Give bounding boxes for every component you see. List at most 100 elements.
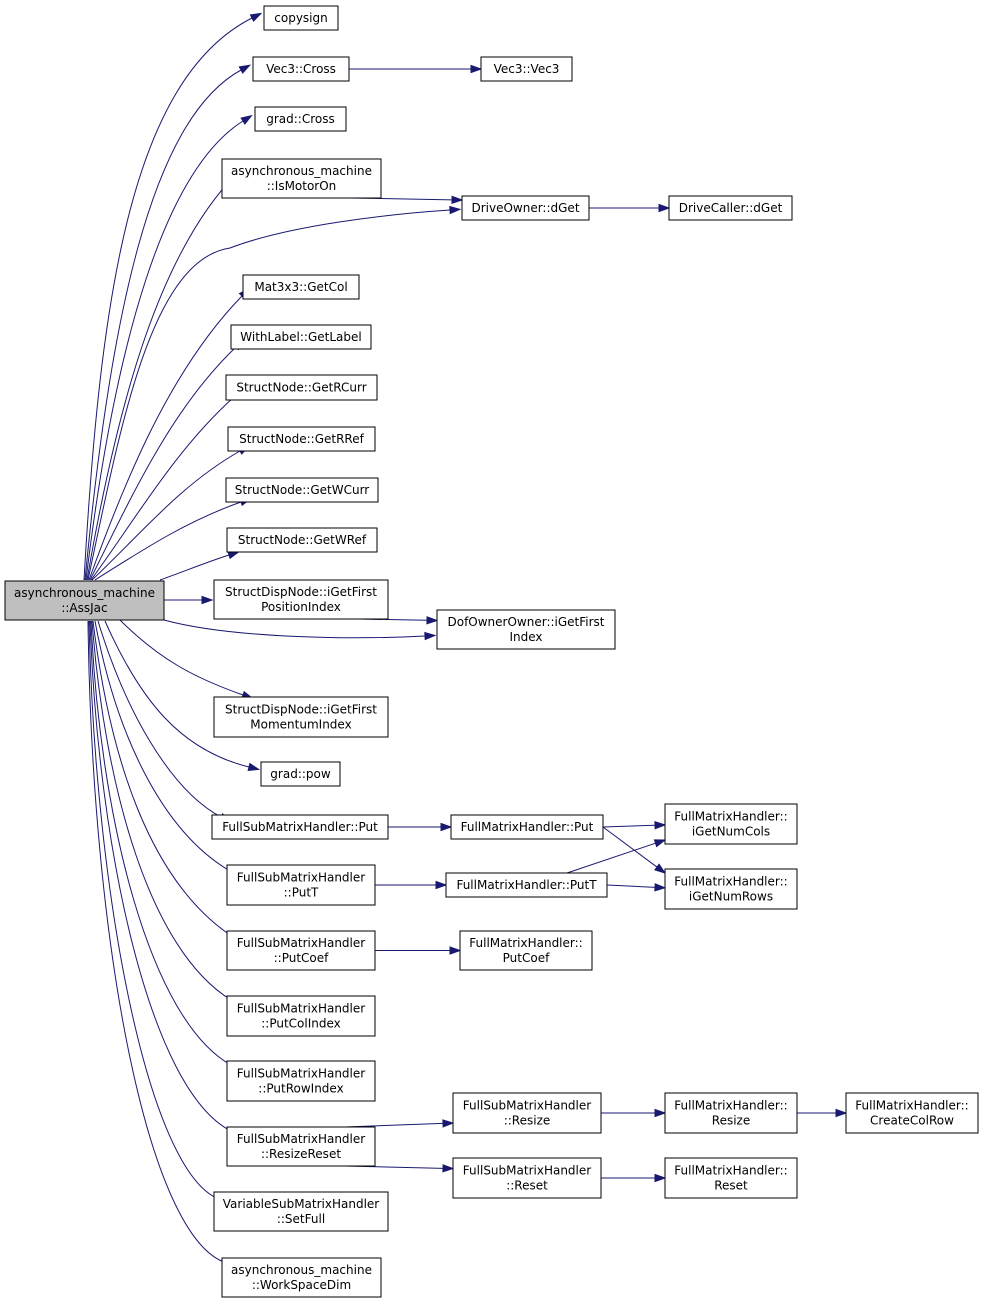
edge-fullsub-resizereset-to-fullsub-resize-arrowhead: [442, 1119, 455, 1128]
node-full-createcolrow[interactable]: FullMatrixHandler::CreateColRow: [845, 1092, 979, 1134]
node-full-numrows-box: [664, 868, 798, 910]
edge-fullsub-resizereset-to-fullsub-resize: [344, 1122, 444, 1128]
node-workspacedim[interactable]: asynchronous_machine::WorkSpaceDim: [221, 1257, 382, 1298]
function-nodes: asynchronous_machine::AssJac copysignVec3…: [4, 5, 979, 1298]
node-mat3x3-getcol[interactable]: Mat3x3::GetCol: [242, 274, 360, 300]
node-fullsub-resize-box: [452, 1092, 602, 1134]
node-full-resize-label-2: Resize: [712, 1114, 750, 1128]
edge-root-to-copysign: [83, 17, 253, 581]
node-mat3x3-getcol-box: [242, 274, 360, 300]
node-dofowner-index-label-1: DofOwnerOwner::iGetFirst: [447, 615, 604, 629]
node-drive-owner-dget-label-1: DriveOwner::dGet: [471, 201, 579, 215]
edge-full-resize-to-full-createcolrow-arrowhead: [835, 1108, 848, 1118]
node-workspacedim-label-1: asynchronous_machine: [231, 1263, 372, 1277]
node-is-motor-on[interactable]: asynchronous_machine::IsMotorOn: [221, 158, 382, 199]
node-fullsub-put[interactable]: FullSubMatrixHandler::Put: [211, 814, 389, 840]
node-full-createcolrow-label-2: CreateColRow: [870, 1114, 954, 1128]
node-fullsub-putcoef-box: [226, 930, 376, 971]
node-grad-pow-label-1: grad::pow: [270, 767, 331, 781]
node-structdisp-posindex-box: [213, 579, 389, 620]
node-fullsub-putcolindex-label-1: FullSubMatrixHandler: [237, 1002, 365, 1016]
node-fullsub-resize-label-2: ::Resize: [504, 1114, 551, 1128]
edge-root-to-structnode-getwcurr: [94, 501, 242, 581]
node-structnode-getrcurr-label-1: StructNode::GetRCurr: [236, 381, 366, 395]
node-fullsub-put-label-1: FullSubMatrixHandler::Put: [222, 820, 378, 834]
node-fullsub-resizereset[interactable]: FullSubMatrixHandler::ResizeReset: [226, 1126, 376, 1167]
node-fullsub-putt-box: [226, 864, 376, 906]
edge-root-to-mat3x3-getcol: [88, 295, 243, 581]
node-withlabel-getlabel[interactable]: WithLabel::GetLabel: [230, 324, 372, 350]
node-full-putt-box: [445, 872, 608, 898]
node-fullsub-reset-label-2: ::Reset: [506, 1179, 548, 1193]
node-full-resize[interactable]: FullMatrixHandler::Resize: [664, 1092, 798, 1134]
node-root-label-1: asynchronous_machine: [14, 586, 155, 600]
node-structdisp-momindex-label-2: MomentumIndex: [250, 718, 351, 732]
node-varsub-setfull-box: [213, 1191, 389, 1232]
node-fullsub-putcolindex-box: [226, 995, 376, 1037]
edge-root-to-fullsub-putcoef: [92, 620, 231, 936]
node-full-numrows-label-1: FullMatrixHandler::: [674, 875, 787, 889]
node-varsub-setfull[interactable]: VariableSubMatrixHandler::SetFull: [213, 1191, 389, 1232]
node-root[interactable]: asynchronous_machine::AssJac: [4, 580, 165, 621]
node-fullsub-putcolindex[interactable]: FullSubMatrixHandler::PutColIndex: [226, 995, 376, 1037]
node-withlabel-getlabel-label-1: WithLabel::GetLabel: [240, 330, 361, 344]
edge-root-to-copysign-arrowhead: [249, 12, 263, 22]
edge-full-put-to-full-numrows-arrowhead: [654, 863, 667, 874]
node-dofowner-index-label-2: Index: [509, 630, 542, 644]
node-full-putt[interactable]: FullMatrixHandler::PutT: [445, 872, 608, 898]
node-grad-pow[interactable]: grad::pow: [260, 761, 341, 787]
node-structdisp-posindex-label-2: PositionIndex: [261, 600, 341, 614]
node-full-reset-label-1: FullMatrixHandler::: [674, 1164, 787, 1178]
node-grad-cross-box: [254, 106, 347, 132]
node-drive-owner-dget[interactable]: DriveOwner::dGet: [461, 195, 590, 221]
node-drive-caller-dget[interactable]: DriveCaller::dGet: [668, 195, 793, 221]
edge-fullsub-put-to-full-put-arrowhead: [440, 822, 453, 832]
node-vec3-vec3-box: [480, 56, 573, 82]
node-structnode-getwcurr[interactable]: StructNode::GetWCurr: [225, 477, 379, 503]
node-structnode-getrref[interactable]: StructNode::GetRRef: [227, 426, 376, 452]
node-full-reset[interactable]: FullMatrixHandler::Reset: [664, 1157, 798, 1199]
node-structnode-getwref-box: [226, 527, 378, 553]
node-fullsub-putt[interactable]: FullSubMatrixHandler::PutT: [226, 864, 376, 906]
edge-fullsub-putt-to-full-putt-arrowhead: [435, 880, 448, 890]
edge-root-to-dofowner-index: [163, 619, 426, 639]
node-vec3-cross[interactable]: Vec3::Cross: [252, 56, 350, 82]
node-full-numcols[interactable]: FullMatrixHandler::iGetNumCols: [664, 803, 798, 845]
edge-fullsub-putcoef-to-full-putcoef-arrowhead: [449, 946, 462, 955]
node-structnode-getrref-label-1: StructNode::GetRRef: [239, 432, 364, 446]
edge-root-to-is-motor-on: [86, 170, 240, 581]
node-full-put[interactable]: FullMatrixHandler::Put: [450, 814, 604, 840]
edge-root-to-grad-cross: [85, 120, 244, 581]
node-vec3-vec3[interactable]: Vec3::Vec3: [480, 56, 573, 82]
edge-full-putt-to-full-numrows: [606, 884, 656, 888]
node-copysign[interactable]: copysign: [263, 5, 339, 31]
node-dofowner-index-box: [436, 609, 616, 650]
node-fullsub-resizereset-label-1: FullSubMatrixHandler: [237, 1132, 365, 1146]
edge-structdisp-posindex-to-dofowner-index-arrowhead: [426, 616, 439, 625]
node-structnode-getrcurr[interactable]: StructNode::GetRCurr: [225, 374, 378, 401]
node-full-numcols-box: [664, 803, 798, 845]
node-fullsub-resize-label-1: FullSubMatrixHandler: [463, 1099, 591, 1113]
node-vec3-cross-label-1: Vec3::Cross: [266, 62, 336, 76]
node-fullsub-putrowindex[interactable]: FullSubMatrixHandler::PutRowIndex: [226, 1060, 376, 1102]
node-full-numcols-label-2: iGetNumCols: [692, 825, 770, 839]
node-fullsub-resize[interactable]: FullSubMatrixHandler::Resize: [452, 1092, 602, 1134]
node-full-putcoef-label-2: PutCoef: [503, 951, 550, 965]
edge-fullsub-reset-to-full-reset-arrowhead: [654, 1173, 667, 1183]
node-fullsub-putcoef[interactable]: FullSubMatrixHandler::PutCoef: [226, 930, 376, 971]
node-structnode-getwcurr-label-1: StructNode::GetWCurr: [235, 483, 370, 497]
node-structnode-getwref[interactable]: StructNode::GetWRef: [226, 527, 378, 553]
node-fullsub-putcoef-label-2: ::PutCoef: [274, 951, 330, 965]
node-structdisp-momindex-label-1: StructDispNode::iGetFirst: [225, 703, 377, 717]
node-full-putcoef[interactable]: FullMatrixHandler::PutCoef: [459, 930, 593, 971]
node-fullsub-reset[interactable]: FullSubMatrixHandler::Reset: [452, 1157, 602, 1199]
node-fullsub-putcoef-label-1: FullSubMatrixHandler: [237, 936, 365, 950]
edge-full-put-to-full-numrows: [602, 826, 658, 868]
edge-root-to-fullsub-putrowindex: [90, 620, 232, 1066]
node-grad-cross[interactable]: grad::Cross: [254, 106, 347, 132]
node-full-numrows[interactable]: FullMatrixHandler::iGetNumRows: [664, 868, 798, 910]
edge-root-to-vec3-cross: [84, 69, 242, 581]
